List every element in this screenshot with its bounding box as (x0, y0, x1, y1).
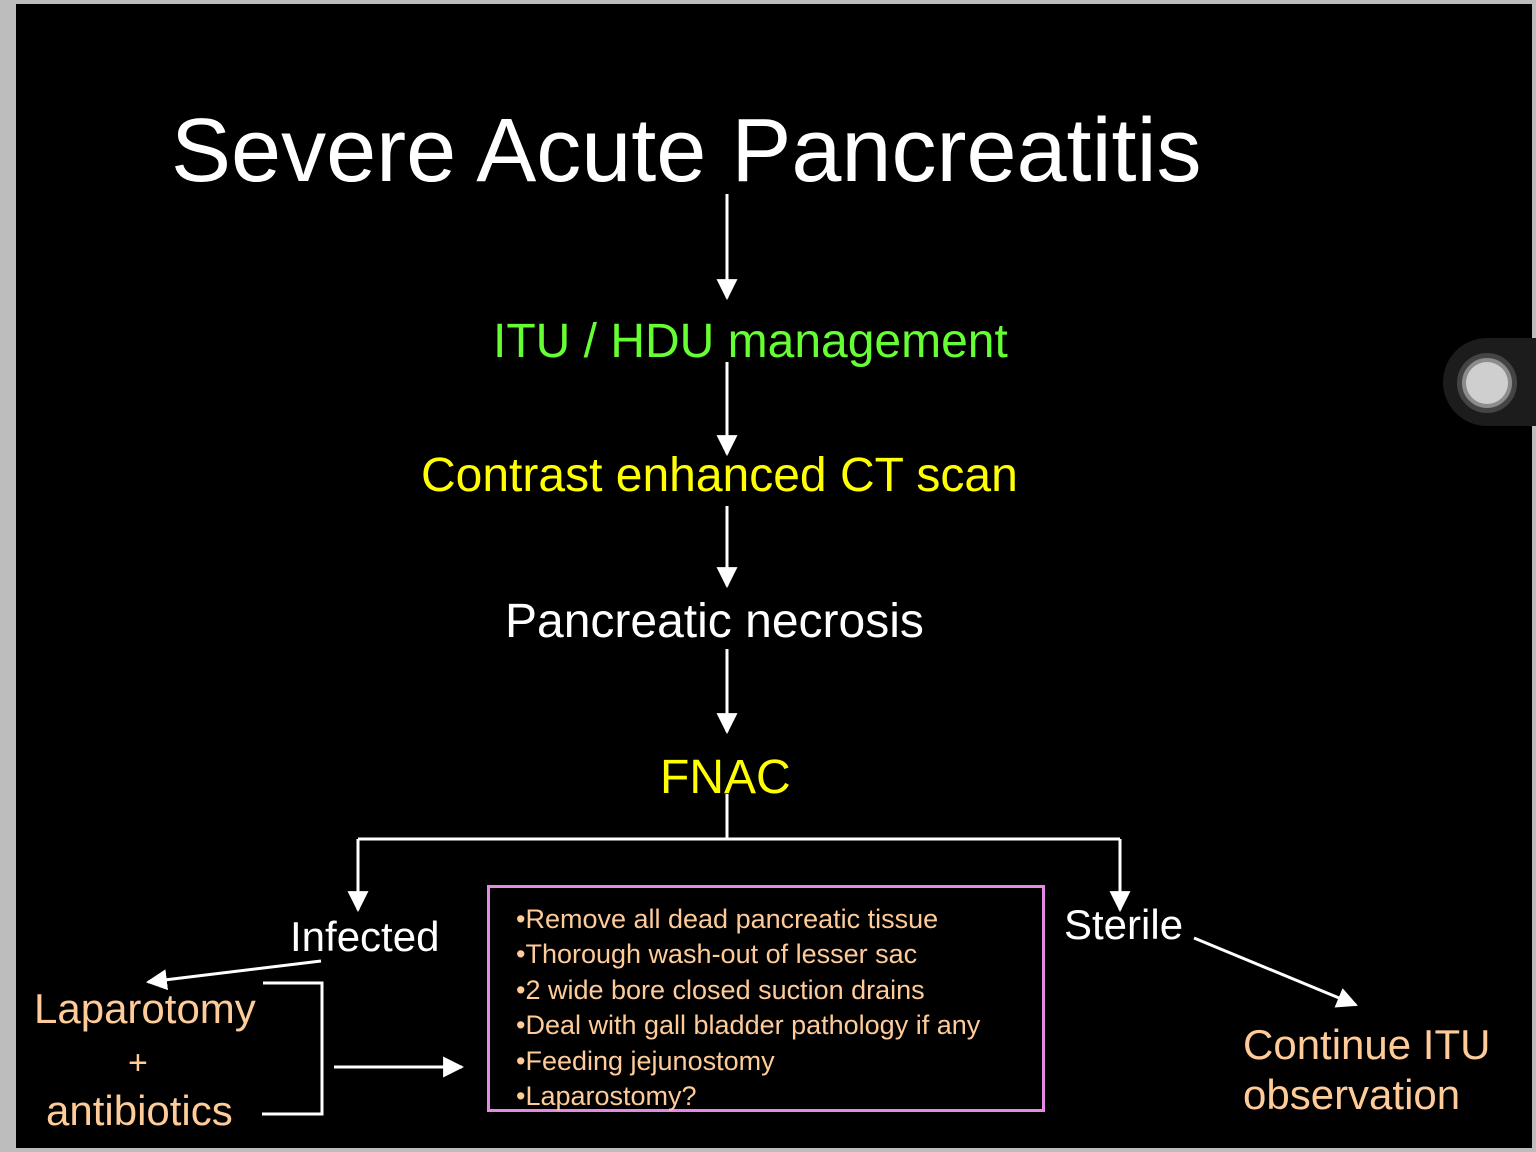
slide-title: Severe Acute Pancreatitis (171, 101, 1202, 201)
surgery-steps-box: •Remove all dead pancreatic tissue •Thor… (487, 885, 1045, 1112)
step-itu-hdu-management: ITU / HDU management (493, 315, 1008, 368)
surgery-step: •Thorough wash-out of lesser sac (516, 939, 918, 970)
assistive-touch-icon[interactable] (1457, 353, 1517, 413)
outcome-observation: observation (1243, 1071, 1461, 1118)
surgery-step: •Deal with gall bladder pathology if any (516, 1010, 981, 1041)
branch-sterile: Sterile (1064, 901, 1184, 948)
step-fnac: FNAC (660, 751, 791, 804)
surgery-step: •2 wide bore closed suction drains (516, 974, 925, 1005)
arrow-sterile-to-continue (1193, 936, 1358, 1008)
branch-infected: Infected (290, 913, 440, 960)
treatment-antibiotics: antibiotics (46, 1087, 233, 1134)
surgery-step: •Remove all dead pancreatic tissue (516, 904, 939, 934)
step-pancreatic-necrosis: Pancreatic necrosis (505, 595, 924, 648)
arrow-infected-to-laparotomy (145, 959, 322, 991)
flow-connectors (145, 194, 1358, 1116)
treatment-plus: + (128, 1044, 148, 1082)
treatment-laparotomy: Laparotomy (34, 985, 256, 1032)
step-contrast-ct-scan: Contrast enhanced CT scan (421, 449, 1018, 502)
surgery-step: •Laparostomy? (516, 1081, 697, 1112)
outcome-continue-itu: Continue ITU (1243, 1021, 1491, 1068)
surgery-step: •Feeding jejunostomy (516, 1045, 775, 1076)
slide: Severe Acute Pancreatitis ITU / HDU mana… (16, 4, 1532, 1148)
bracket-laparotomy (262, 981, 324, 1116)
surgery-steps-list: •Remove all dead pancreatic tissue •Thor… (516, 902, 1042, 1114)
